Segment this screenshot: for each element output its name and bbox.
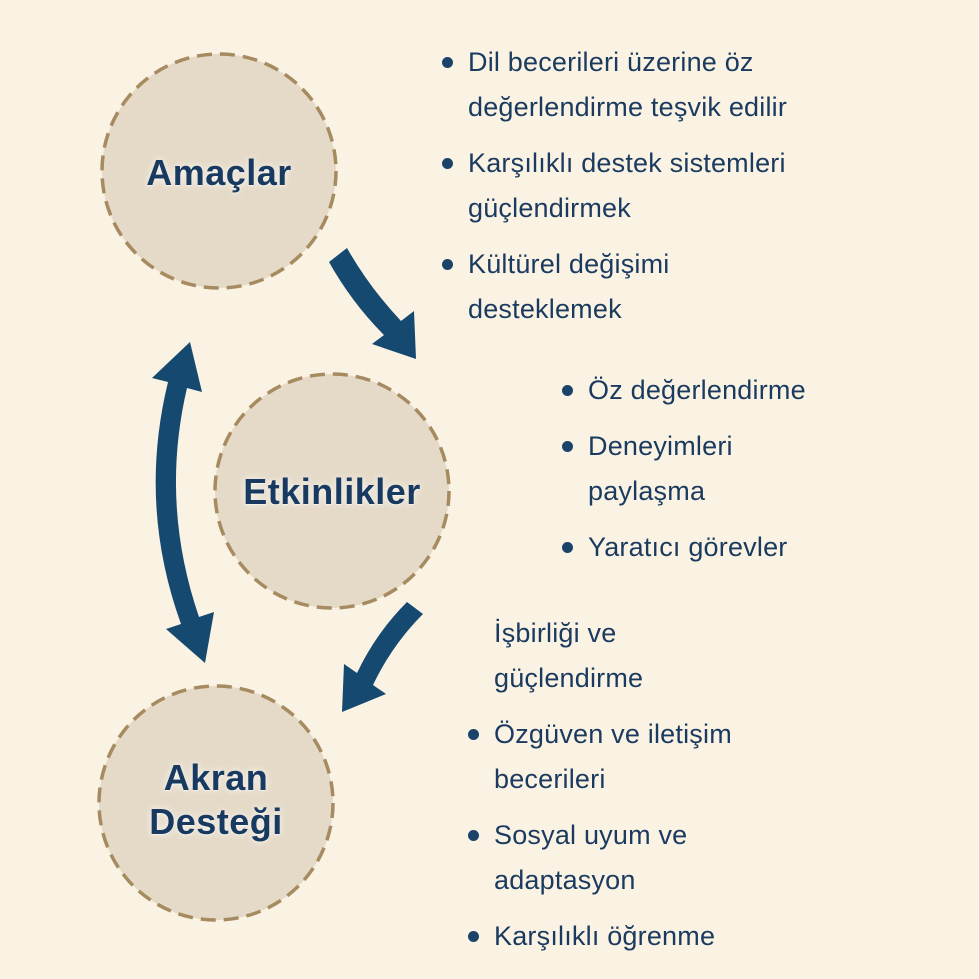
bullet-dot [468, 729, 479, 740]
list-item-text: Dil becerileri üzerine öz değerlendirme … [468, 47, 788, 122]
arrow-amaclar-to-etkinlikler-icon [329, 248, 416, 359]
list-item: Karşılıklı öğrenme [468, 914, 928, 959]
list-item: Deneyimleri paylaşma [562, 424, 942, 514]
node-label-amaclar: Amaçlar [146, 152, 292, 194]
list-item: Karşılıklı destek sistemleri güçlendirme… [442, 141, 922, 231]
list-item: Özgüven ve iletişim becerileri [468, 712, 928, 802]
list-item: İşbirliği ve güçlendirme [468, 611, 928, 701]
circle-etkinlikler [213, 372, 451, 610]
bullet-list-akran-destegi: İşbirliği ve güçlendirme Özgüven ve ilet… [468, 611, 928, 970]
bullet-list-etkinlikler: Öz değerlendirme Deneyimleri paylaşma Ya… [562, 368, 942, 581]
list-item: Öz değerlendirme [562, 368, 942, 413]
list-item-text: Deneyimleri paylaşma [588, 431, 733, 506]
list-item-text: Öz değerlendirme [588, 375, 806, 405]
circle-amaclar [100, 52, 338, 290]
list-item-text: Karşılıklı destek sistemleri güçlendirme… [468, 148, 786, 223]
list-item: Sosyal uyum ve adaptasyon [468, 813, 928, 903]
node-label-etkinlikler: Etkinlikler [243, 471, 421, 513]
list-item: Yaratıcı görevler [562, 525, 942, 570]
bullet-dot [562, 441, 573, 452]
list-item-text: Yaratıcı görevler [588, 532, 788, 562]
arrow-akran-to-amaclar-icon [152, 342, 214, 663]
list-item-text: Karşılıklı öğrenme [494, 921, 716, 951]
list-item-text: Kültürel değişimi desteklemek [468, 249, 670, 324]
bullet-dot [442, 158, 453, 169]
list-item-text: Sosyal uyum ve adaptasyon [494, 820, 688, 895]
bullet-dot [468, 931, 479, 942]
node-label-akran-destegi: Akran Desteği [149, 757, 283, 842]
bullet-dot [442, 57, 453, 68]
bullet-dot [442, 259, 453, 270]
arrow-etkinlikler-to-akran-icon [342, 602, 423, 712]
bullet-list-amaclar: Dil becerileri üzerine öz değerlendirme … [442, 40, 922, 343]
list-item-text: Özgüven ve iletişim becerileri [494, 719, 732, 794]
list-item: Dil becerileri üzerine öz değerlendirme … [442, 40, 922, 130]
bullet-dot [562, 542, 573, 553]
bullet-dot [562, 385, 573, 396]
circle-akran-destegi [97, 684, 335, 922]
bullet-dot [468, 830, 479, 841]
list-item: Kültürel değişimi desteklemek [442, 242, 922, 332]
list-item-text: İşbirliği ve güçlendirme [494, 618, 644, 693]
